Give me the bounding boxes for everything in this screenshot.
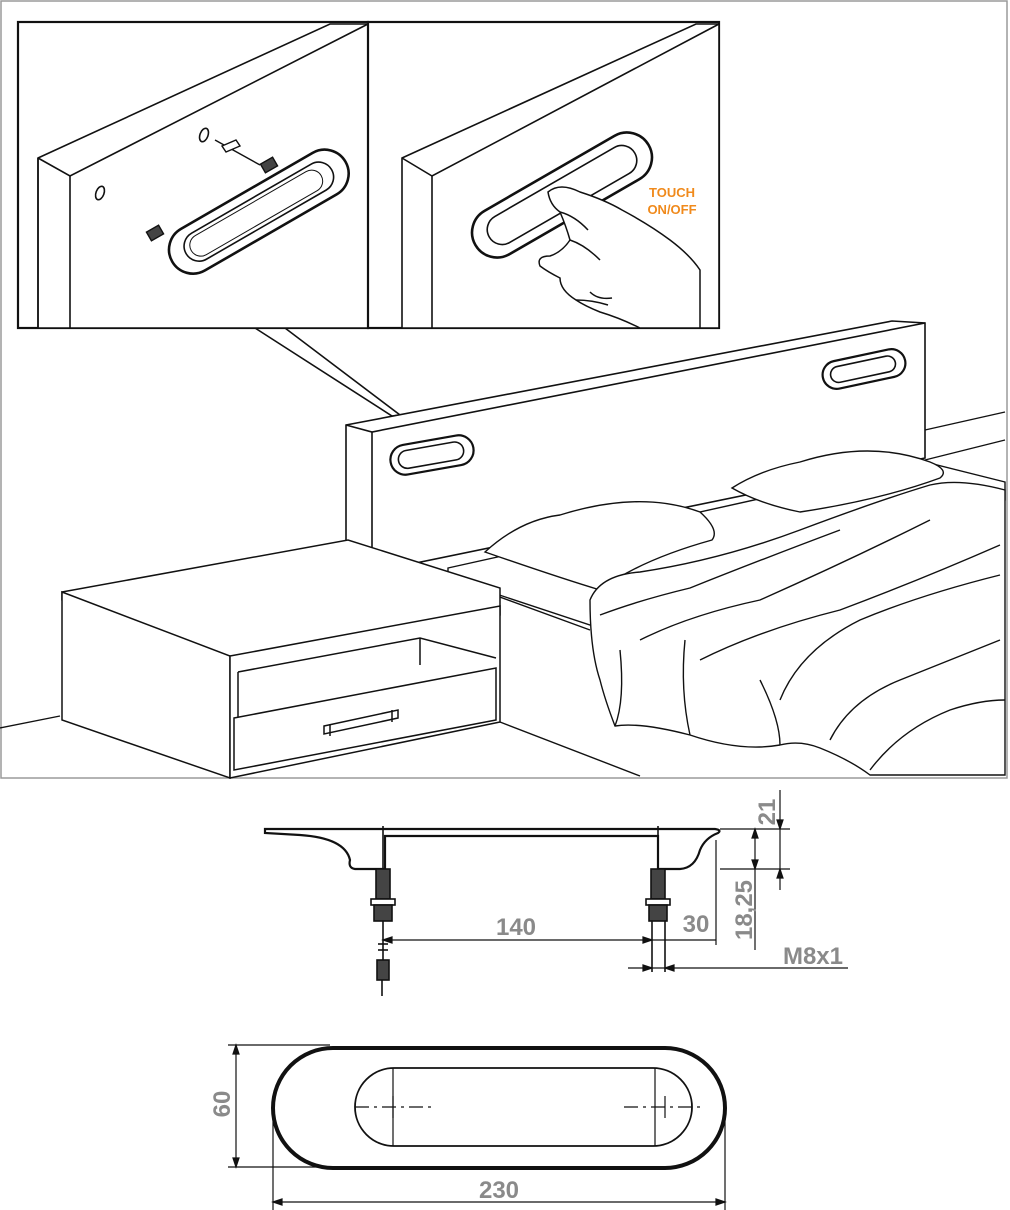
pillows	[483, 450, 944, 591]
top-view: 60 230	[209, 1043, 727, 1210]
dimension-lines-top	[228, 1043, 727, 1210]
left-stud	[370, 868, 396, 996]
inset-touch: TOUCH ON/OFF	[366, 20, 721, 330]
inset-installation	[16, 20, 370, 330]
dimension-edge-offset: 30	[683, 911, 710, 938]
right-stud	[645, 868, 671, 972]
dimension-height-total: 18,25	[731, 880, 758, 940]
dimension-width: 60	[209, 1091, 236, 1118]
blanket	[589, 481, 1006, 776]
mounting-screws	[145, 139, 279, 242]
dimension-length: 230	[479, 1177, 519, 1204]
dimension-thread: M8x1	[783, 943, 843, 970]
headboard	[345, 320, 926, 573]
drawer-handle	[323, 709, 399, 736]
touch-label-line1: TOUCH	[649, 185, 695, 200]
center-marks	[355, 1096, 700, 1118]
dimension-lines	[381, 790, 848, 972]
headboard-lamp-right	[821, 348, 907, 390]
room-lines	[0, 411, 1006, 777]
nightstand	[61, 539, 501, 780]
side-view: 140 30 M8x1 18,25 21	[263, 790, 848, 996]
touch-label-line2: ON/OFF	[647, 202, 696, 217]
hand-icon	[538, 186, 701, 329]
dimension-height-top: 21	[754, 799, 781, 826]
bedroom-illustration: TOUCH ON/OFF	[0, 0, 1008, 780]
lamp-being-installed	[167, 148, 350, 275]
dimension-spacing: 140	[496, 914, 536, 941]
headboard-lamp-left	[389, 434, 475, 476]
